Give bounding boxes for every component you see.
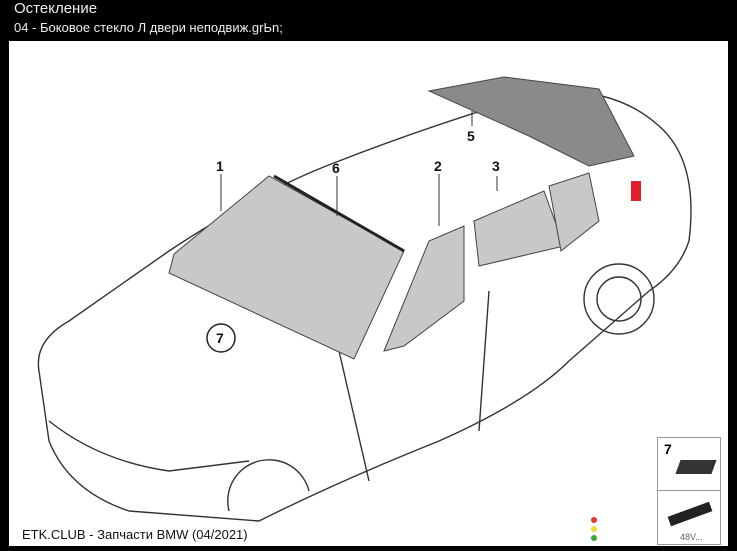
callout-2: 2 xyxy=(434,158,442,174)
seal-profile-icon xyxy=(667,501,713,527)
legend-number: 7 xyxy=(664,441,672,457)
windshield-glass xyxy=(168,175,405,360)
page-title: Остекление xyxy=(14,0,98,17)
seal-strip-icon xyxy=(675,460,717,474)
status-dot-red xyxy=(591,517,597,523)
car-glazing-diagram: 1 2 3 5 6 7 xyxy=(37,76,692,522)
part-subtitle: 04 - Боковое стекло Л двери неподвиж.grЬ… xyxy=(14,20,283,35)
callout-1: 1 xyxy=(216,158,224,174)
diagram-panel: 1 2 3 5 6 7 7 48V... ETK.CLUB - Запчасти… xyxy=(9,41,728,546)
front-door-glass xyxy=(383,225,465,352)
legend-caption: 48V... xyxy=(680,532,703,542)
footer-text: ETK.CLUB - Запчасти BMW (04/2021) xyxy=(22,527,248,542)
legend-box: 7 48V... xyxy=(657,437,721,545)
rear-door-glass xyxy=(473,190,565,267)
callout-7: 7 xyxy=(216,330,224,346)
status-dot-yellow xyxy=(591,526,597,532)
status-dot-green xyxy=(591,535,597,541)
rear-window-glass xyxy=(427,76,635,167)
callout-5: 5 xyxy=(467,128,475,144)
callout-3: 3 xyxy=(492,158,500,174)
highlighted-part-4 xyxy=(631,181,641,201)
front-wheel xyxy=(227,459,310,512)
callout-6: 6 xyxy=(332,160,340,176)
quarter-glass xyxy=(548,172,600,252)
